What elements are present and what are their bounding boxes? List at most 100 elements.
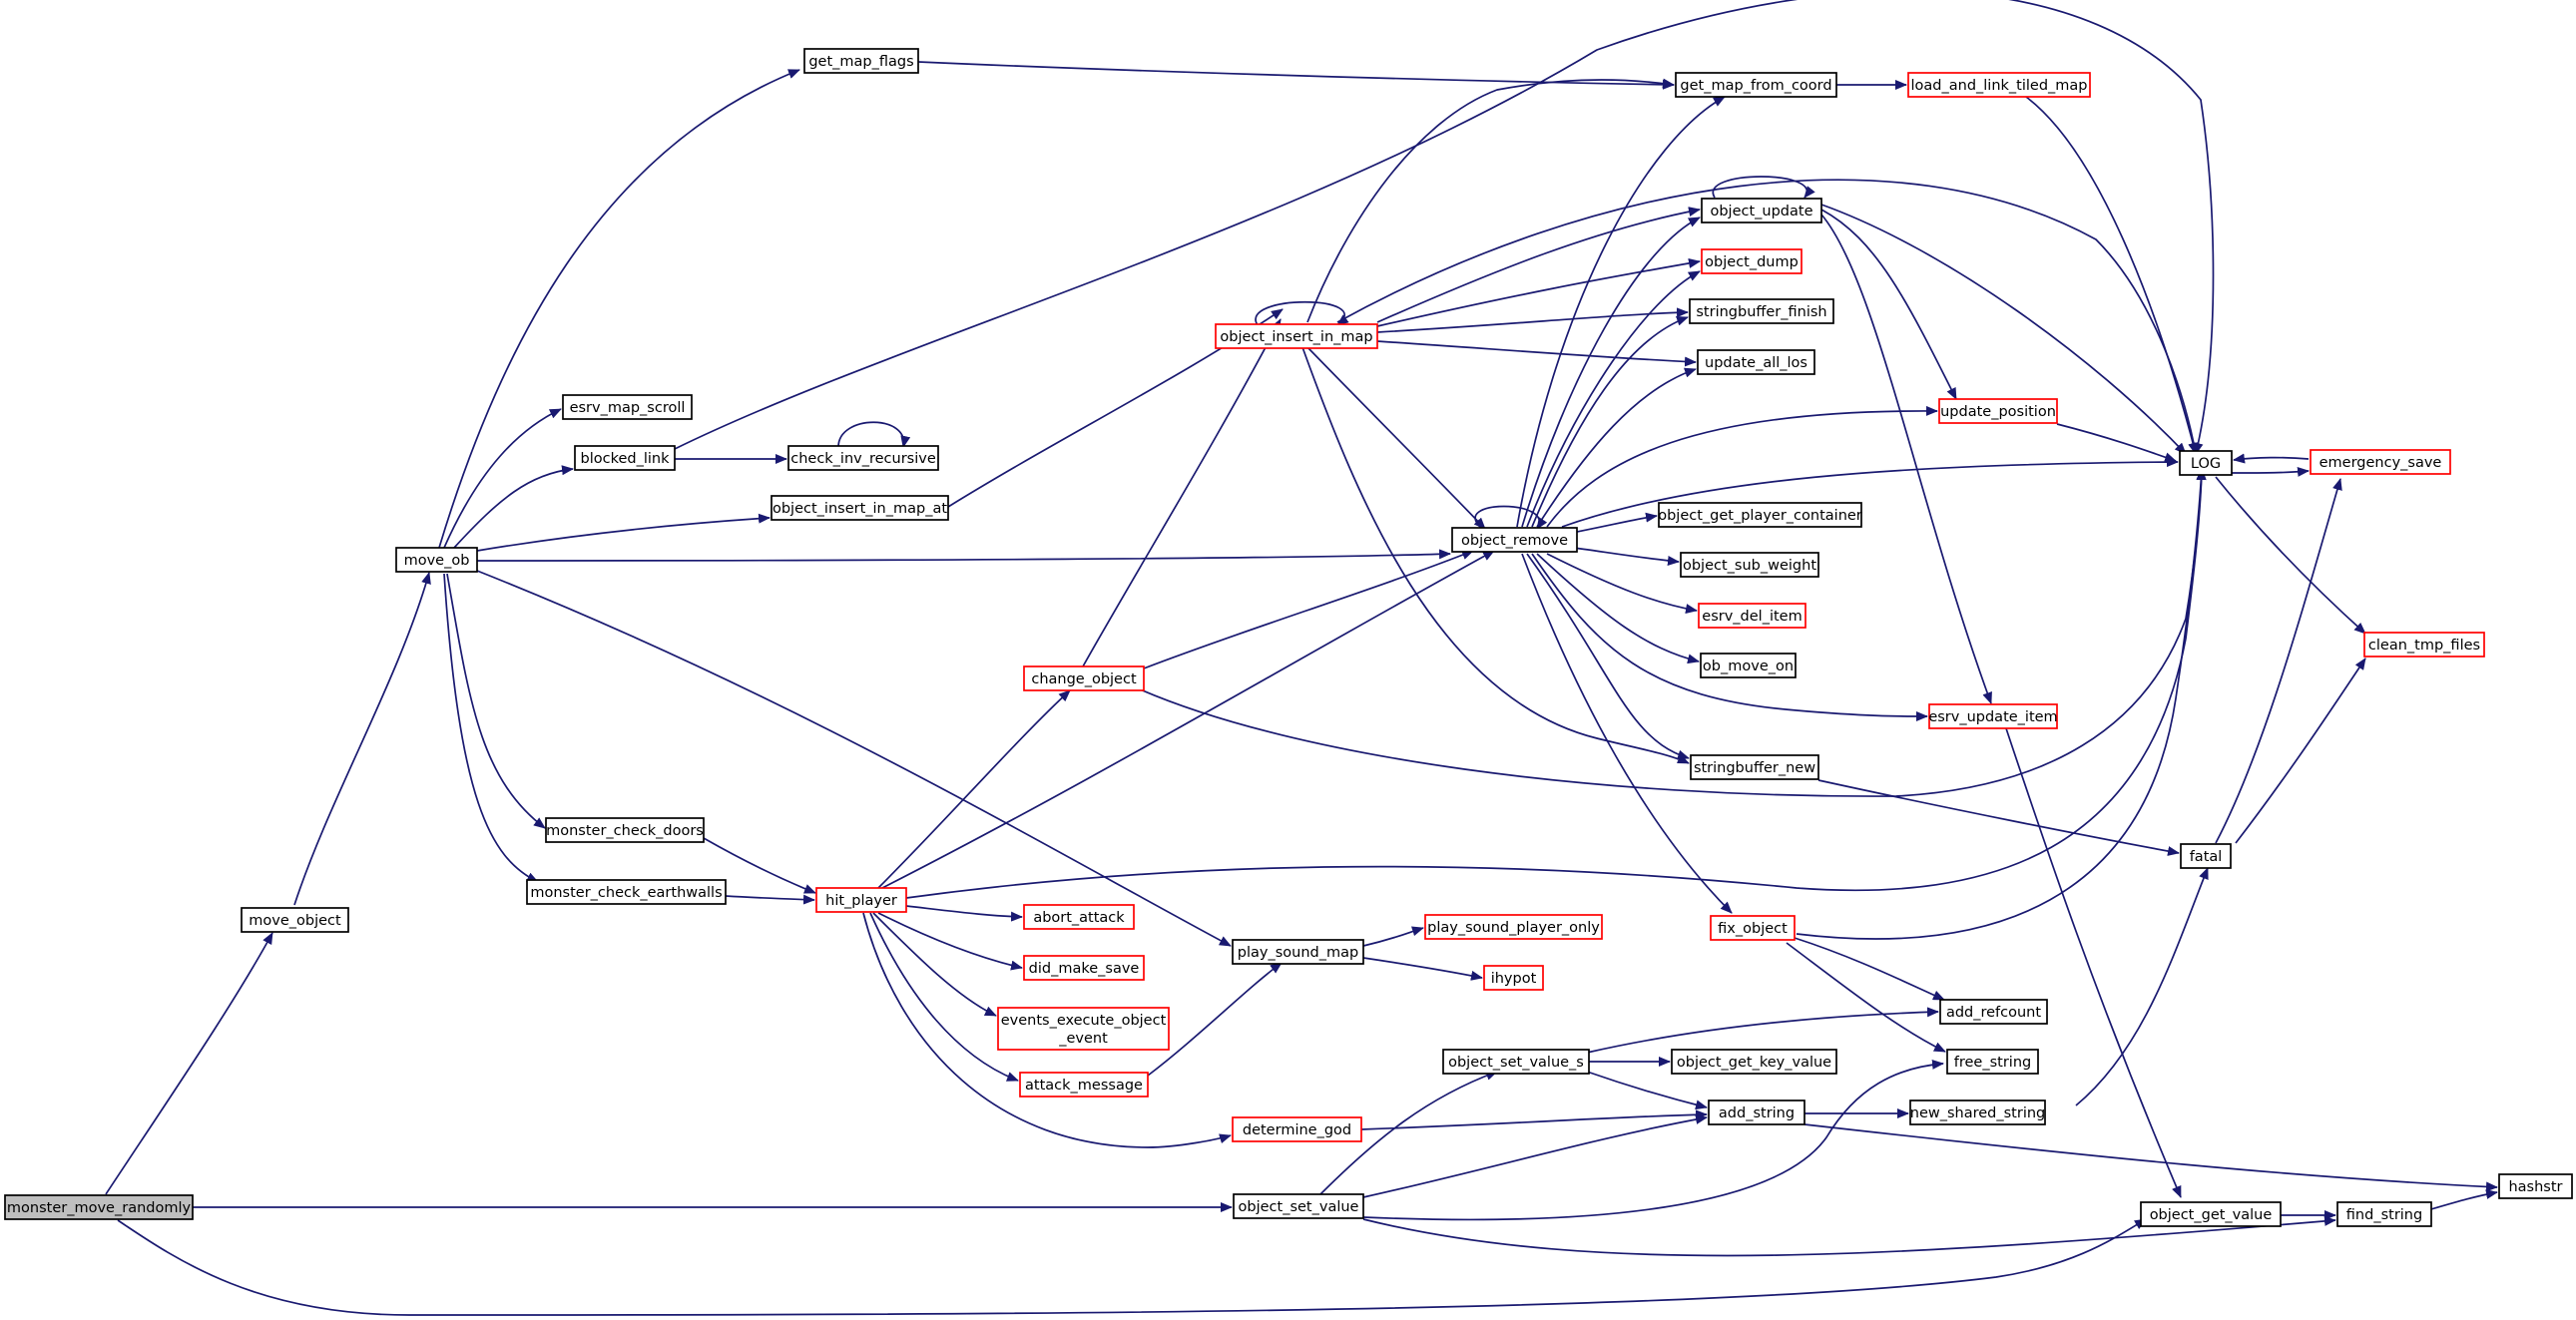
node-object-sub-weight[interactable]: object_sub_weight [1680, 552, 1819, 578]
node-label: object_insert_in_map_at [773, 501, 947, 517]
node-object-get-player-container[interactable]: object_get_player_container [1658, 502, 1862, 528]
node-label: monster_check_doors [546, 823, 704, 839]
edge-move_ob-monster_check_doors [446, 573, 546, 829]
node-play-sound-map[interactable]: play_sound_map [1232, 939, 1364, 965]
node-esrv-update-item[interactable]: esrv_update_item [1928, 703, 2058, 729]
node-label: abort_attack [1033, 910, 1125, 926]
node-label: object_insert_in_map [1220, 329, 1372, 345]
node-box [1019, 1072, 1149, 1098]
edge-object_set_value_s-add_string [1586, 1071, 1708, 1110]
node-label: free_string [1954, 1055, 2031, 1071]
node-label: object_get_player_container [1658, 508, 1862, 524]
node-monster-check-earthwalls[interactable]: monster_check_earthwalls [526, 879, 727, 905]
node-free-string[interactable]: free_string [1946, 1049, 2039, 1075]
node-box [771, 495, 949, 521]
node-blocked-link[interactable]: blocked_link [574, 445, 676, 471]
node-new-shared-string[interactable]: new_shared_string [1909, 1100, 2046, 1125]
edge-object_insert_in_map-stringbuffer_new [1301, 346, 1690, 764]
node-add-string[interactable]: add_string [1708, 1100, 1805, 1125]
node-emergency-save[interactable]: emergency_save [2310, 449, 2451, 475]
node-esrv-del-item[interactable]: esrv_del_item [1698, 603, 1806, 629]
node-box [1023, 955, 1145, 981]
node-determine-god[interactable]: determine_god [1232, 1116, 1362, 1142]
node-box [1675, 72, 1837, 98]
node-esrv-map-scroll[interactable]: esrv_map_scroll [562, 394, 693, 420]
edge-object_update-self [1712, 176, 1815, 199]
node-monster-check-doors[interactable]: monster_check_doors [545, 817, 705, 843]
node-object-get-key-value[interactable]: object_get_key_value [1671, 1049, 1837, 1075]
node-get-map-flags[interactable]: get_map_flags [803, 48, 919, 74]
node-label: LOG [2191, 456, 2221, 472]
node-object-dump[interactable]: object_dump [1701, 248, 1803, 274]
node-clean-tmp-files[interactable]: clean_tmp_files [2363, 632, 2485, 658]
node-move-ob[interactable]: move_ob [395, 547, 478, 573]
node-object-insert-in-map[interactable]: object_insert_in_map [1215, 323, 1378, 349]
node-box [1442, 1049, 1590, 1075]
node-move-object[interactable]: move_object [241, 907, 349, 933]
node-object-set-value-s[interactable]: object_set_value_s [1442, 1049, 1590, 1075]
node-hashstr[interactable]: hashstr [2498, 1173, 2573, 1199]
edge-move_ob-play_sound_map [476, 570, 1232, 947]
node-get-map-from-coord[interactable]: get_map_from_coord [1675, 72, 1837, 98]
node-box [1232, 1116, 1362, 1142]
node-ihypot[interactable]: ihypot [1483, 965, 1544, 991]
node-box [2498, 1173, 2573, 1199]
node-fix-object[interactable]: fix_object [1710, 915, 1796, 941]
node-LOG[interactable]: LOG [2179, 450, 2233, 476]
node-object-update[interactable]: object_update [1701, 198, 1822, 223]
node-label: find_string [2346, 1207, 2422, 1223]
edge-object_update-esrv_update_item [1820, 214, 1992, 704]
node-box [1907, 72, 2091, 98]
node-box [562, 394, 693, 420]
node-label: update_all_los [1705, 355, 1807, 371]
edge-determine_god-add_string [1360, 1109, 1708, 1130]
edge-emergency_save-LOG [2233, 453, 2310, 464]
node-label: move_object [249, 913, 341, 929]
node-update-position[interactable]: update_position [1938, 398, 2058, 424]
node-did-make-save[interactable]: did_make_save [1023, 955, 1145, 981]
node-ob-move-on[interactable]: ob_move_on [1700, 653, 1797, 678]
edge-move_object-move_ob [293, 572, 431, 906]
node-check-inv-recursive[interactable]: check_inv_recursive [787, 445, 939, 471]
node-object-insert-in-map-at[interactable]: object_insert_in_map_at [771, 495, 949, 521]
node-fatal[interactable]: fatal [2180, 843, 2232, 869]
node-monster-move-randomly[interactable]: monster_move_randomly [4, 1194, 194, 1220]
edge-update_position-LOG [2056, 423, 2177, 463]
node-label: monster_move_randomly [7, 1200, 192, 1216]
node-box [2363, 632, 2485, 658]
edge-object_remove-esrv_del_item [1546, 553, 1698, 615]
node-box [1698, 603, 1806, 629]
node-play-sound-player-only[interactable]: play_sound_player_only [1424, 914, 1603, 940]
node-add-refcount[interactable]: add_refcount [1939, 999, 2048, 1025]
node-object-set-value[interactable]: object_set_value [1233, 1193, 1364, 1219]
node-load-and-link-tiled-map[interactable]: load_and_link_tiled_map [1907, 72, 2091, 98]
node-stringbuffer-new[interactable]: stringbuffer_new [1690, 754, 1819, 780]
edge-change_object-object_insert_in_map [1082, 318, 1282, 667]
edge-object_insert_in_map-object_dump [1376, 257, 1701, 327]
node-find-string[interactable]: find_string [2336, 1201, 2432, 1227]
node-label: fix_object [1718, 921, 1788, 937]
node-label: check_inv_recursive [790, 451, 936, 467]
node-attack-message[interactable]: attack_message [1019, 1072, 1149, 1098]
node-box [1946, 1049, 2039, 1075]
edge-object_insert_in_map-object_remove [1306, 346, 1486, 530]
node-label: object_remove [1461, 533, 1568, 549]
node-label: object_set_value [1239, 1199, 1359, 1215]
node-update-all-los[interactable]: update_all_los [1697, 349, 1815, 375]
node-events-execute-object[interactable]: events_execute_object_event [997, 1007, 1170, 1051]
node-stringbuffer-finish[interactable]: stringbuffer_finish [1689, 298, 1834, 324]
node-object-remove[interactable]: object_remove [1451, 527, 1578, 553]
node-label: move_ob [404, 553, 470, 569]
node-abort-attack[interactable]: abort_attack [1023, 904, 1135, 930]
edge-hit_player-abort_attack [905, 905, 1023, 922]
node-object-get-value[interactable]: object_get_value [2140, 1201, 2282, 1227]
node-box [2140, 1201, 2282, 1227]
node-label: stringbuffer_new [1694, 760, 1815, 776]
edge-object_remove-esrv_update_item [1531, 553, 1928, 721]
node-hit-player[interactable]: hit_player [815, 887, 907, 913]
edge-move_ob-object_insert_in_map_at [476, 513, 771, 552]
node-label: stringbuffer_finish [1696, 304, 1826, 320]
node-change-object[interactable]: change_object [1023, 665, 1145, 691]
node-box [1928, 703, 2058, 729]
